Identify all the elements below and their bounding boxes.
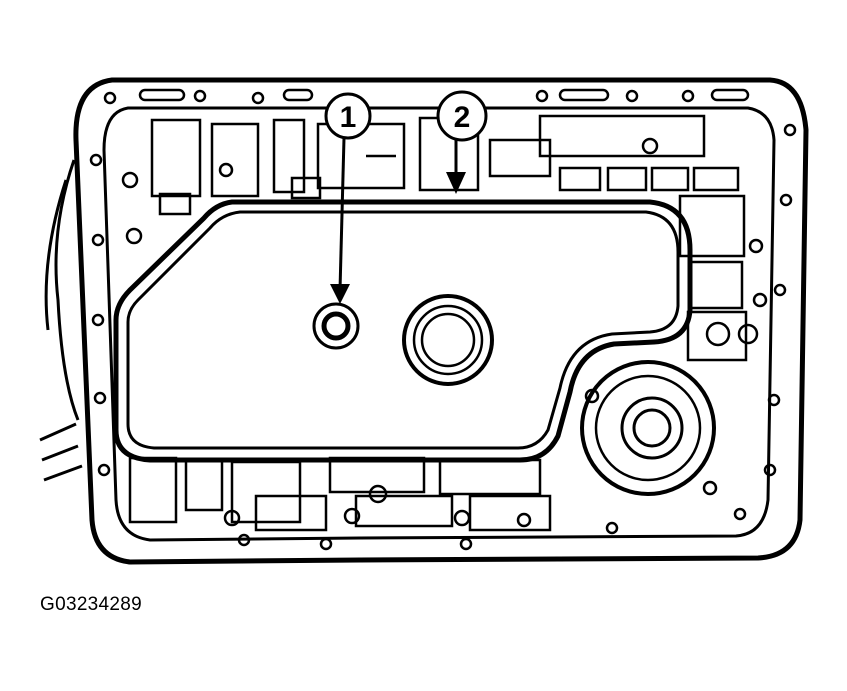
figure-id-caption: G03234289 [40,594,143,615]
callout-1-arrowhead [330,284,350,304]
valve-body-components-bottom [128,456,552,532]
valve-body-components-right [678,194,768,362]
callout-2: 2 [436,90,488,194]
case-bolt-holes [89,88,797,551]
callout-1-circle [324,92,372,140]
wiring-lines-left [39,159,83,482]
transmission-case-outline [73,77,809,565]
oil-filter-outer-rim [113,199,693,463]
callout-2-arrowhead [446,172,466,194]
filter-center-boss [402,294,494,386]
transmission-case-inner-outline [102,106,776,542]
oil-filter-inner-rim [126,210,680,450]
valve-body-components-top [121,114,740,245]
callout-2-circle [436,90,488,142]
pump-housing [580,360,718,496]
callout-1: 1 [324,92,372,304]
filter-outlet-seal [312,302,360,350]
callout-2-label: 2 [454,101,471,134]
callout-1-leader [338,137,346,291]
callout-1-label: 1 [340,101,357,134]
